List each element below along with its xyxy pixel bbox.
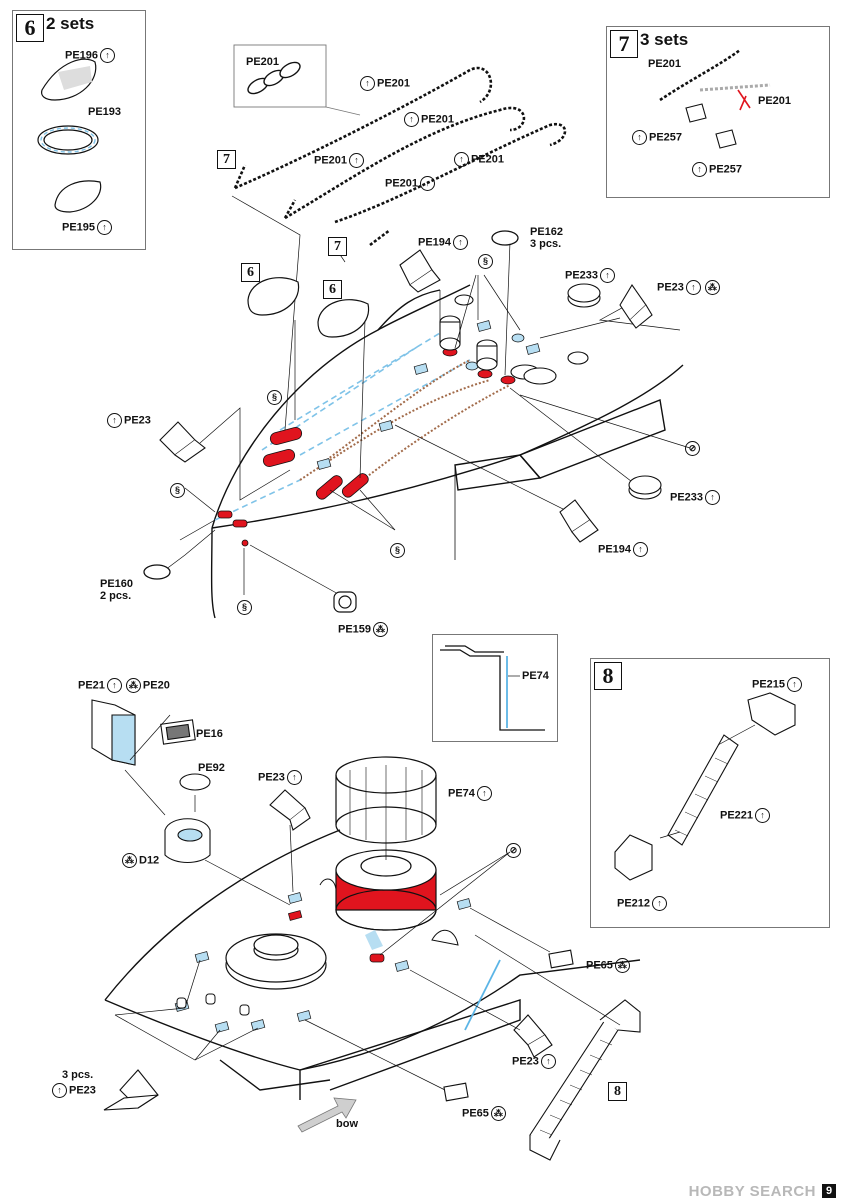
step7-number: 7 [610, 30, 638, 58]
bend-icon: ↑ [404, 112, 419, 127]
step6-parts [37, 58, 102, 213]
bend-icon: ↑ [685, 280, 701, 295]
step6-number: 6 [16, 14, 44, 42]
label-pe16: PE16 [196, 728, 223, 740]
step6-sets: 2 sets [46, 14, 95, 33]
label-d12: ⁂D12 [120, 853, 159, 868]
label-pe201-2: ↑PE201 [402, 112, 454, 127]
bend-icon: ↑ [349, 153, 365, 168]
bend-icon: ↑ [652, 896, 668, 911]
label-pe193: PE193 [88, 106, 122, 118]
bend-icon: ↑ [632, 130, 647, 145]
ref-step6-a: 6 [241, 263, 260, 282]
label-bow: bow [336, 1118, 358, 1130]
label-pe23-left: ↑PE23 [105, 413, 151, 428]
glue-icon: ⁂ [122, 853, 137, 868]
glue-icon: ⁂ [373, 622, 389, 637]
label-pe201-3: PE201↑ [314, 153, 366, 168]
pe74-inset-box [432, 634, 558, 742]
bend-icon: ↑ [52, 1083, 67, 1098]
bend-icon: ↑ [100, 48, 116, 63]
bend-icon: ↑ [453, 235, 469, 250]
ref-step6-b: 6 [323, 280, 342, 299]
label-pe194-bot: PE194↑ [598, 542, 650, 557]
label-pe201-step7: PE201 [648, 58, 682, 70]
glue-icon: ⁂ [704, 280, 720, 295]
label-pe65-bottom: PE65⁂ [462, 1106, 508, 1121]
label-pe195: PE195↑ [62, 220, 114, 235]
rigging-icon: ⊘ [506, 843, 521, 858]
step6-box [12, 10, 146, 250]
label-pe23-mid: PE23↑ [512, 1054, 558, 1069]
step7-sets: 3 sets [640, 30, 689, 49]
label-pe162: PE162 [530, 226, 564, 238]
label-pe23-qty: 3 pcs. [62, 1069, 94, 1081]
label-pe74-lower: PE74↑ [448, 786, 494, 801]
bend-icon: ↑ [633, 542, 649, 557]
label-pe162-qty: 3 pcs. [530, 238, 562, 250]
label-pe65-right: PE65⁂ [586, 958, 632, 973]
label-pe159: PE159⁂ [338, 622, 390, 637]
step7-box [606, 26, 830, 198]
bend-icon: ↑ [755, 808, 771, 823]
bend-icon: ↑ [360, 76, 375, 91]
label-pe160-qty: 2 pcs. [100, 590, 132, 602]
bend-icon: ↑ [787, 677, 803, 692]
bend-icon: ↑ [454, 152, 469, 167]
crimp-icon: § [478, 254, 493, 269]
bend-icon: ↑ [705, 490, 721, 505]
glue-icon: ⁂ [125, 678, 141, 693]
label-pe74-inset: PE74 [522, 670, 549, 682]
label-pe257a: ↑PE257 [630, 130, 682, 145]
bend-icon: ↑ [420, 176, 436, 191]
bend-icon: ↑ [476, 786, 492, 801]
label-pe92: PE92 [198, 762, 225, 774]
label-pe194-top: PE194↑ [418, 235, 470, 250]
step8-number: 8 [594, 662, 622, 690]
glue-icon: ⁂ [614, 958, 630, 973]
crimp-icon: § [170, 483, 185, 498]
ref-step8: 8 [608, 1082, 627, 1101]
label-pe201b-step7: PE201 [758, 95, 792, 107]
label-pe201-1: ↑PE201 [358, 76, 410, 91]
label-pe201-5: PE201↑ [385, 176, 437, 191]
rigging-icon: ⊘ [685, 441, 700, 456]
label-pe196: PE196↑ [65, 48, 117, 63]
label-pe201-4: ↑PE201 [452, 152, 504, 167]
page-number: 9 [822, 1184, 836, 1198]
bend-icon: ↑ [540, 1054, 556, 1069]
label-pe23-top: PE23↑⁂ [657, 280, 722, 295]
ref-step7-b: 7 [328, 237, 347, 256]
ref-step7-a: 7 [217, 150, 236, 169]
bend-icon: ↑ [692, 162, 707, 177]
label-pe221: PE221↑ [720, 808, 772, 823]
bend-icon: ↑ [106, 678, 122, 693]
label-pe23-lower-top: PE23↑ [258, 770, 304, 785]
label-pe23-lower-left: ↑PE23 [50, 1083, 96, 1098]
crimp-icon: § [390, 543, 405, 558]
label-pe233-mid: PE233↑ [670, 490, 722, 505]
watermark: HOBBY SEARCH [688, 1183, 816, 1200]
bend-icon: ↑ [286, 770, 302, 785]
bend-icon: ↑ [97, 220, 113, 235]
upper-hull [210, 284, 684, 619]
step8-box [590, 658, 830, 928]
label-pe233-top: PE233↑ [565, 268, 617, 283]
glue-icon: ⁂ [490, 1106, 506, 1121]
label-pe215: PE215↑ [752, 677, 804, 692]
label-pe160: PE160 [100, 578, 134, 590]
pe201-chains [233, 48, 741, 247]
label-pe21-pe20: PE21↑⁂PE20 [78, 678, 170, 693]
label-pe212: PE212↑ [617, 896, 669, 911]
crimp-icon: § [237, 600, 252, 615]
crimp-icon: § [267, 390, 282, 405]
bend-icon: ↑ [107, 413, 122, 428]
bend-icon: ↑ [600, 268, 616, 283]
label-pe257b: ↑PE257 [690, 162, 742, 177]
label-pe201-inset: PE201 [246, 56, 280, 68]
